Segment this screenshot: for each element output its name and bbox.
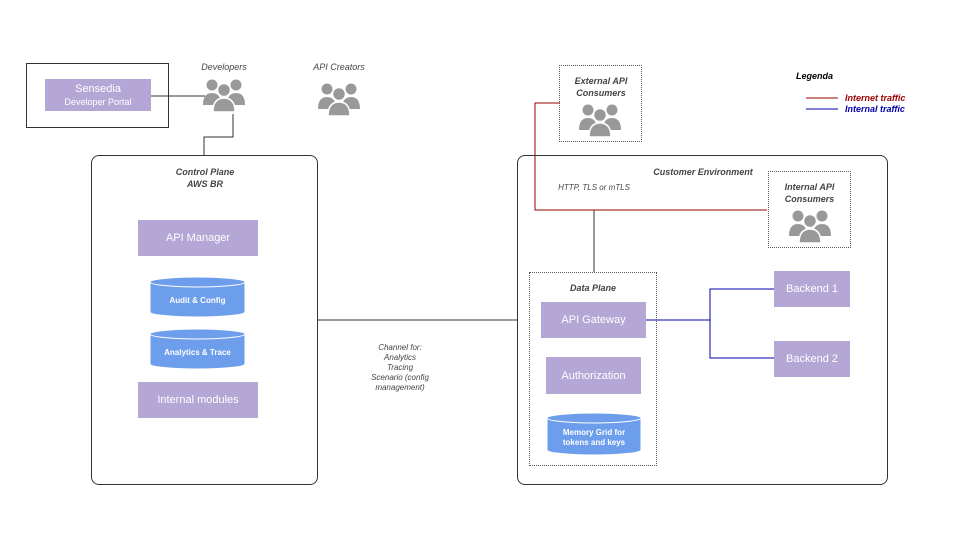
channel-note-line1: Channel for: bbox=[378, 343, 422, 352]
data-plane-title: Data Plane bbox=[569, 283, 617, 293]
internet-traffic-line bbox=[534, 102, 767, 211]
channel-note-line2: Analytics bbox=[383, 353, 416, 362]
backend-2[interactable]: Backend 2 bbox=[774, 341, 850, 377]
legend-internet-label: Internet traffic bbox=[845, 93, 906, 103]
external-consumers-label: External API Consumers bbox=[574, 76, 628, 98]
channel-note-line4: Scenario (config bbox=[371, 373, 429, 382]
channel-note-line5: management) bbox=[375, 383, 425, 392]
backend-1[interactable]: Backend 1 bbox=[774, 271, 850, 307]
external-consumers-people-icon bbox=[579, 101, 621, 142]
channel-note: Channel for: Analytics Tracing Scenario … bbox=[350, 343, 450, 393]
api-creators-label: API Creators bbox=[313, 62, 365, 72]
api-gateway[interactable]: API Gateway bbox=[541, 302, 646, 338]
developers-people-icon bbox=[203, 76, 245, 117]
internal-modules[interactable]: Internal modules bbox=[138, 382, 258, 418]
memory-grid-label-line1: Memory Grid for bbox=[562, 428, 626, 437]
channel-note-line3: Tracing bbox=[386, 363, 414, 372]
internal-consumers-label: Internal API Consumers bbox=[784, 182, 835, 204]
control-plane-box bbox=[91, 155, 318, 485]
audit-config-label: Audit & Config bbox=[169, 296, 226, 305]
analytics-trace-label: Analytics & Trace bbox=[164, 348, 231, 357]
control-plane-title-line2: AWS BR bbox=[187, 179, 223, 189]
control-plane-title: Control Plane AWS BR bbox=[150, 166, 260, 190]
developers-label: Developers bbox=[201, 62, 247, 72]
control-plane-title-line1: Control Plane bbox=[175, 167, 235, 177]
api-manager[interactable]: API Manager bbox=[138, 220, 258, 256]
portal-frame bbox=[26, 63, 169, 128]
portal-title: Sensedia bbox=[75, 82, 121, 95]
authorization[interactable]: Authorization bbox=[546, 357, 641, 394]
customer-environment-box bbox=[517, 155, 888, 485]
internal-traffic-backend1-line bbox=[646, 288, 774, 321]
legend-title: Legenda bbox=[796, 71, 834, 81]
memory-grid-label: Memory Grid for tokens and keys bbox=[546, 424, 642, 452]
audit-config-database: Audit & Config bbox=[149, 276, 246, 323]
developer-portal[interactable]: Sensedia Developer Portal bbox=[45, 79, 151, 111]
internal-consumers-people-icon bbox=[789, 207, 831, 248]
internal-consumers-box bbox=[768, 171, 851, 248]
analytics-trace-database: Analytics & Trace bbox=[149, 328, 246, 375]
internal-traffic-backend2-line bbox=[709, 320, 774, 359]
developers-control-plane-line bbox=[203, 114, 234, 155]
protocols-label: HTTP, TLS or mTLS bbox=[558, 183, 630, 192]
customer-environment-title: Customer Environment bbox=[653, 167, 753, 177]
memory-grid-database: Memory Grid for tokens and keys bbox=[546, 412, 642, 461]
memory-grid-label-line2: tokens and keys bbox=[562, 438, 626, 447]
legend-internal-label: Internal traffic bbox=[845, 104, 905, 114]
api-creators-people-icon bbox=[318, 80, 360, 121]
portal-subtitle: Developer Portal bbox=[64, 96, 132, 107]
external-consumers-box bbox=[559, 65, 642, 142]
data-plane-box bbox=[529, 272, 657, 466]
